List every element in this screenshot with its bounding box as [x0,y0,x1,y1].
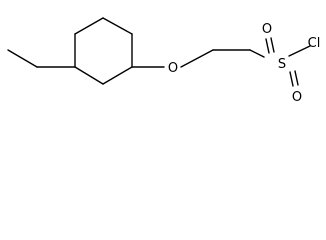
ether-oxygen-label: O [168,61,178,76]
sulfonyl-bottom-double-bond-b [294,70,299,86]
chlorine-label: Cl [308,36,321,51]
ring-bond-2 [74,17,104,35]
ring-bond-3 [102,17,133,35]
sulfonyl-oxygen-bottom-label: O [292,90,302,105]
oxygen-to-ch2-bond [180,49,214,68]
ethyl-group [7,49,76,68]
sulfonyl-oxygen-top-label: O [262,22,272,37]
sulfonyl-top-double-bond-a [265,38,270,54]
ether-linker [131,49,265,68]
sulfur-to-chlorine-bond [288,45,311,57]
ring-bond-5 [102,66,133,85]
cyclohexane-ring [74,17,133,85]
ch2-to-sulfur-bond [249,49,265,58]
sulfonyl-top-double-bond-b [270,37,275,53]
ring-bond-6 [74,66,104,85]
ethyl-bond-2 [7,49,38,68]
sulfur-label: S [278,57,286,72]
sulfonyl-group [265,37,311,87]
chemical-structure: O S O O Cl [7,17,321,105]
sulfonyl-bottom-double-bond-a [289,71,294,87]
